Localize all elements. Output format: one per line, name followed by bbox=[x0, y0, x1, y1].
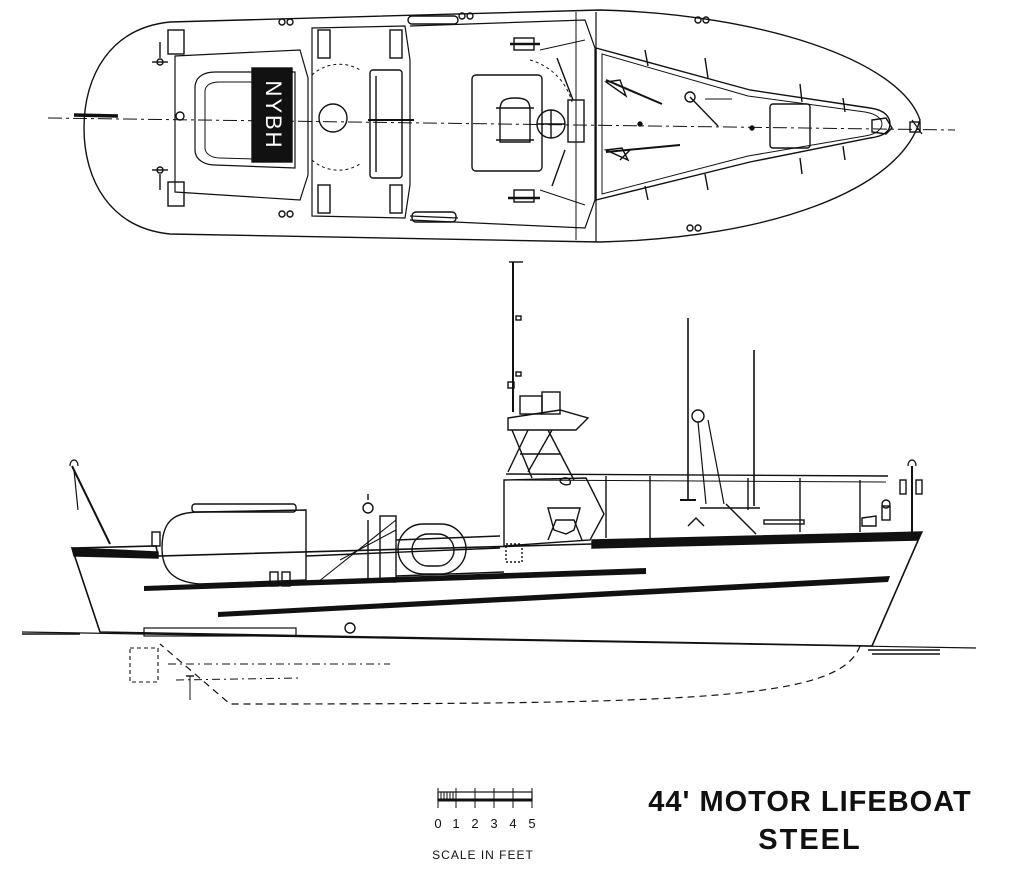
aft-cockpit bbox=[174, 49, 309, 201]
profile-hull bbox=[70, 535, 922, 647]
center-deck bbox=[409, 19, 596, 229]
engine-housing bbox=[311, 25, 411, 219]
plan-hull-outline bbox=[83, 9, 921, 243]
hull-id-panel bbox=[251, 67, 293, 163]
drawing-title: 44' MOTOR LIFEBOAT bbox=[648, 786, 972, 818]
scale-bar bbox=[437, 788, 533, 808]
hull-id-text: NYBH bbox=[261, 80, 286, 149]
plan-centerline bbox=[47, 117, 956, 131]
drawing-subtitle: STEEL bbox=[758, 824, 862, 856]
scale-number: 1 bbox=[452, 816, 460, 831]
scale-caption: SCALE IN FEET bbox=[432, 848, 534, 862]
scale-number: 5 bbox=[528, 816, 536, 831]
aft-cabin bbox=[161, 509, 307, 585]
scale-number: 4 bbox=[509, 816, 517, 831]
title-block: 44' MOTOR LIFEBOAT STEEL bbox=[640, 784, 980, 860]
scale-number: 3 bbox=[490, 816, 498, 831]
scale-number: 2 bbox=[471, 816, 479, 831]
plan-view bbox=[47, 9, 956, 243]
underwater-profile bbox=[159, 643, 861, 705]
flying-bridge bbox=[507, 409, 590, 431]
profile-view bbox=[21, 261, 977, 705]
forward-rail bbox=[505, 473, 889, 477]
scale-number: 0 bbox=[434, 816, 442, 831]
wheelhouse bbox=[503, 477, 605, 547]
